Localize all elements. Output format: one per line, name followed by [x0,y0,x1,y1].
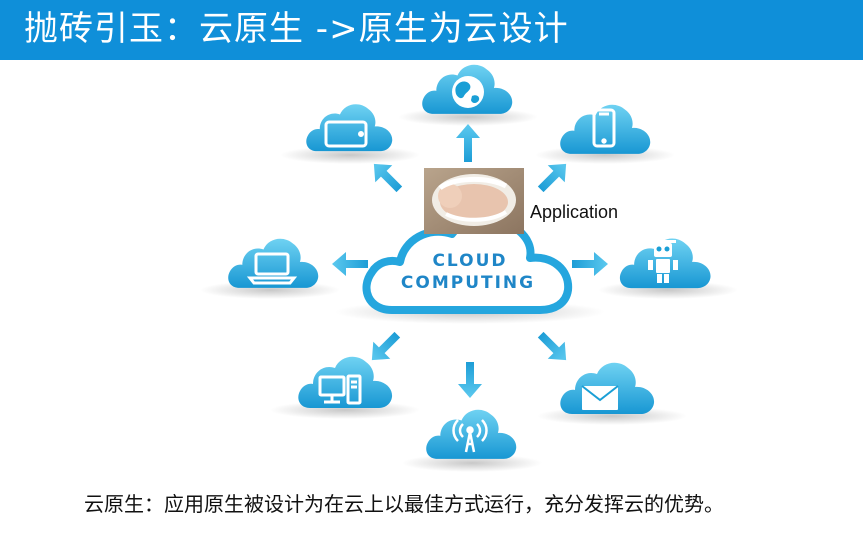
cloud-globe [422,64,513,114]
title-bar: 抛砖引玉：云原生 ->原生为云设计 [0,0,863,60]
cloud-label-line2: COMPUTING [401,273,535,293]
cloud-desktop [298,356,393,408]
cloud-laptop [228,238,319,288]
cloud-robot [619,238,711,289]
slide-title: 抛砖引玉：云原生 ->原生为云设计 [24,9,569,49]
sleeping-baby-photo [424,168,524,234]
slide-caption: 云原生：应用原生被设计为在云上以最佳方式运行，充分发挥云的优势。 [84,492,724,516]
globe-icon [452,76,484,108]
arrow-up-left [373,163,403,193]
application-label: Application [530,202,619,222]
cloud-label-line1: CLOUD [432,251,507,271]
central-cloud: CLOUD COMPUTING [362,213,573,314]
arrow-up-right [537,163,567,193]
arrow-down-left [371,331,401,361]
antenna-tower-icon [452,419,488,453]
tablet-icon [324,120,368,148]
arrow-down-right [537,331,567,361]
direction-arrows [332,124,608,398]
arrow-up [456,124,480,162]
robot-icon [648,240,678,283]
laptop-icon [246,252,298,285]
cloud-antenna [426,409,517,459]
cloud-envelope [560,362,655,414]
arrow-down [458,362,482,398]
arrow-right [572,252,608,276]
cloud-tablet [306,104,393,152]
envelope-icon [581,385,619,410]
desktop-computer-icon [318,374,362,405]
arrow-left [332,252,368,276]
smartphone-icon [592,108,616,148]
cloud-smartphone [560,104,651,154]
